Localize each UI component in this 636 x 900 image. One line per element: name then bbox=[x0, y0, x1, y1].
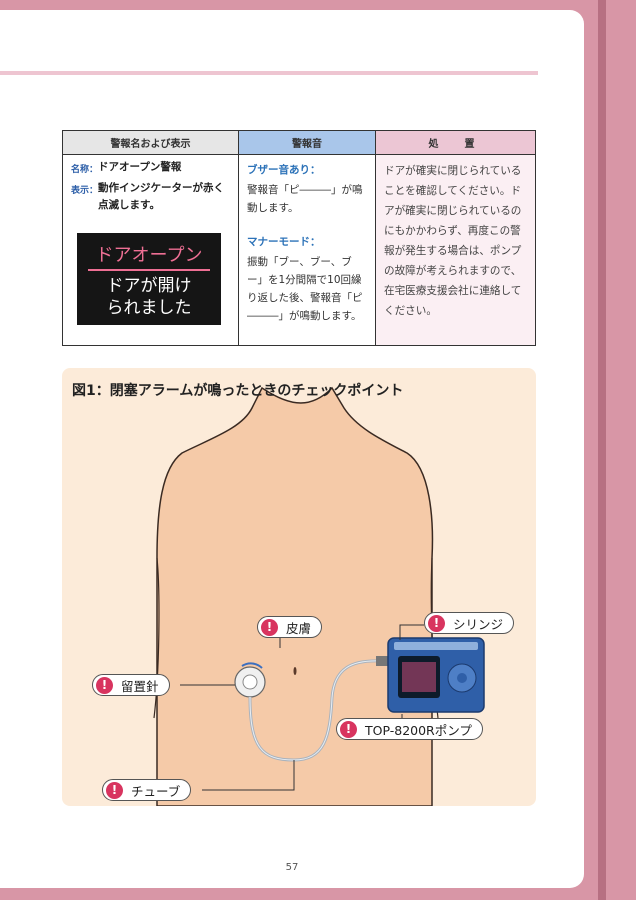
screen-title: ドアオープン bbox=[95, 245, 203, 266]
callout-needle-label: 留置針 bbox=[121, 678, 159, 694]
buzzer-heading: ブザー音あり： bbox=[247, 164, 321, 176]
needle-site-inner bbox=[242, 674, 258, 690]
top-rule bbox=[0, 71, 538, 75]
name-value: ドアオープン警報 bbox=[98, 161, 182, 173]
arm-left-line bbox=[153, 557, 160, 719]
checkpoint-figure: 図1：閉塞アラームが鳴ったときのチェックポイント ! 皮膚 ! シリンジ ! 留… bbox=[62, 368, 536, 806]
callout-skin: ! 皮膚 bbox=[257, 616, 323, 638]
book-spine bbox=[598, 0, 606, 900]
alert-icon: ! bbox=[340, 720, 357, 738]
buzzer-text: 警報音「ピ―――」が鳴動します。 bbox=[247, 184, 363, 214]
page-number: 57 bbox=[285, 862, 299, 873]
display-value: 動作インジケーターが赤く点滅します。 bbox=[98, 182, 225, 211]
callout-tube: ! チューブ bbox=[102, 779, 192, 801]
header-action: 処 置 bbox=[375, 131, 535, 155]
callout-skin-label: 皮膚 bbox=[286, 620, 312, 636]
callout-pump: ! TOP-8200Rポンプ bbox=[336, 718, 483, 740]
figure-title: 図1：閉塞アラームが鳴ったときのチェックポイント bbox=[72, 383, 404, 399]
header-alarm-sound: 警報音 bbox=[238, 131, 375, 155]
pump-screen-glow bbox=[402, 662, 436, 692]
alert-icon: ! bbox=[96, 676, 113, 694]
alert-icon: ! bbox=[106, 781, 123, 799]
manner-heading: マナーモード： bbox=[247, 236, 321, 248]
leader-tube bbox=[202, 760, 295, 791]
callout-syringe-label: シリンジ bbox=[453, 616, 504, 632]
callout-needle: ! 留置針 bbox=[92, 674, 170, 696]
cell-alarm-name: 名称： ドアオープン警報 表示： 動作インジケーターが赤く点滅します。 ドアオー… bbox=[63, 155, 238, 345]
manner-text: 振動「ブー、ブー、ブー」を1分間隔で10回繰り返した後、警報音「ピ―――」が鳴動… bbox=[247, 256, 363, 322]
alert-icon: ! bbox=[428, 614, 445, 632]
header-alarm-name: 警報名および表示 bbox=[63, 131, 238, 155]
tube-line-highlight bbox=[249, 660, 381, 761]
navel bbox=[293, 667, 297, 675]
callout-tube-label: チューブ bbox=[131, 783, 181, 799]
pump-syringe-slot bbox=[394, 642, 478, 650]
alert-icon: ! bbox=[261, 618, 278, 636]
callout-pump-label: TOP-8200Rポンプ bbox=[365, 722, 472, 738]
leader-syringe bbox=[399, 624, 424, 640]
pump-dial-center bbox=[457, 673, 467, 683]
alarm-table: 警報名および表示 警報音 処 置 名称： ドアオープン警報 表示： 動作インジケ… bbox=[62, 130, 536, 346]
cell-alarm-sound: ブザー音あり： 警報音「ピ―――」が鳴動します。 マナーモード： 振動「ブー、ブ… bbox=[238, 155, 375, 345]
screen-message-2: られました bbox=[106, 298, 192, 318]
needle-site-arrow bbox=[241, 662, 263, 669]
body-illustration bbox=[153, 386, 485, 806]
pump-screen: ドアオープン ドアが開け られました bbox=[77, 233, 221, 325]
name-label: 名称： bbox=[71, 165, 99, 175]
page: 警報名および表示 警報音 処 置 名称： ドアオープン警報 表示： 動作インジケ… bbox=[0, 10, 584, 888]
callout-syringe: ! シリンジ bbox=[424, 612, 515, 634]
screen-divider bbox=[88, 269, 210, 271]
cell-action: ドアが確実に閉じられていることを確認してください。ドアが確実に閉じられているのに… bbox=[375, 155, 535, 345]
display-label: 表示： bbox=[71, 186, 99, 196]
tube-connector bbox=[376, 656, 388, 666]
torso-shape bbox=[156, 386, 434, 806]
screen-message-1: ドアが開け bbox=[106, 276, 192, 296]
